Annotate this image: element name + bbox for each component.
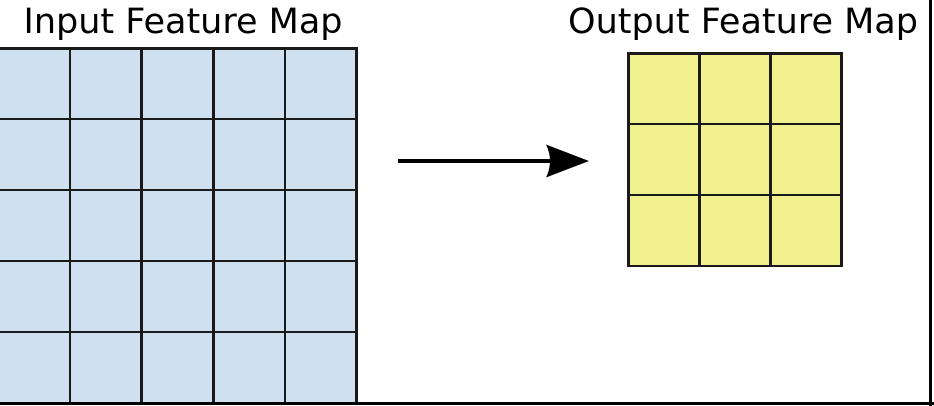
grid-cell: [71, 191, 141, 260]
grid-cell: [700, 125, 770, 194]
grid-cell: [0, 191, 69, 260]
figure-border-bottom: [0, 402, 934, 405]
grid-cell: [700, 54, 770, 123]
grid-cell: [214, 333, 284, 402]
right-arrow-head: [546, 144, 589, 178]
grid-cell: [142, 120, 213, 189]
grid-cell: [0, 120, 69, 189]
output-feature-map-grid: [627, 52, 843, 267]
grid-cell: [629, 54, 699, 123]
grid-cell: [0, 333, 69, 402]
grid-cell: [71, 49, 141, 118]
grid-cell: [214, 120, 284, 189]
grid-cell: [771, 125, 841, 194]
grid-cell: [629, 125, 699, 194]
grid-cell: [286, 120, 356, 189]
grid-cell: [771, 196, 841, 265]
grid-cell: [71, 120, 141, 189]
grid-cell: [0, 49, 69, 118]
grid-cell: [286, 191, 356, 260]
input-feature-map-grid: [0, 47, 358, 404]
figure-border-right: [929, 0, 932, 406]
grid-cell: [700, 196, 770, 265]
grid-cell: [214, 262, 284, 331]
output-map-title: Output Feature Map: [568, 2, 918, 42]
grid-cell: [142, 49, 213, 118]
right-arrow: [398, 144, 589, 178]
grid-cell: [286, 49, 356, 118]
grid-cell: [214, 191, 284, 260]
grid-cell: [771, 54, 841, 123]
grid-cell: [214, 49, 284, 118]
grid-cell: [142, 333, 213, 402]
grid-cell: [286, 262, 356, 331]
grid-cell: [142, 191, 213, 260]
grid-cell: [71, 333, 141, 402]
grid-cell: [286, 333, 356, 402]
grid-cell: [0, 262, 69, 331]
grid-cell: [71, 262, 141, 331]
grid-cell: [629, 196, 699, 265]
grid-cell: [142, 262, 213, 331]
input-map-title: Input Feature Map: [23, 2, 343, 42]
